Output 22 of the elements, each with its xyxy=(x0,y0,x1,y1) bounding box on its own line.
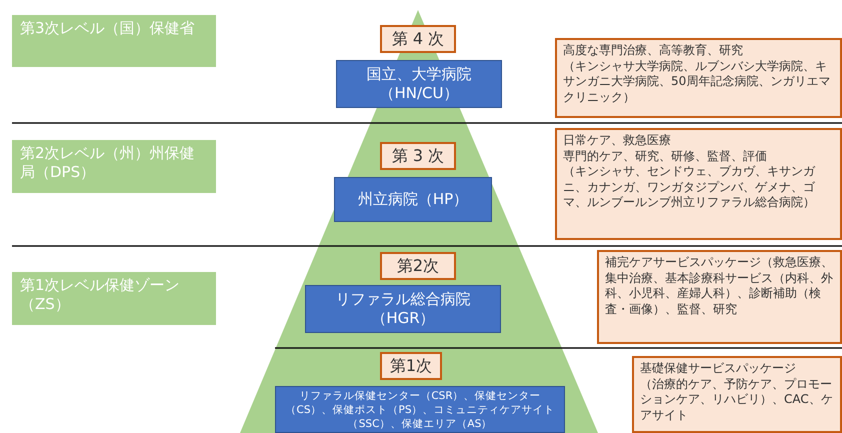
info-box xyxy=(555,128,842,240)
info-box xyxy=(555,38,842,118)
tier-badge: 第1次 xyxy=(380,352,442,380)
info-text: （キンシャサ大学病院、ルブンバシ大学病院、キサンガニ大学病院、50周年記念病院、ンガリエマクリニック） xyxy=(563,58,832,105)
info-box: 補完ケアサービスパッケージ（救急医療、集中治療、基本診療科サービス（内科、外科、小児科、産婦人科）、診断補助（検査・画像）、監督、研究 xyxy=(597,250,842,344)
tier-badge: 第 3 次 xyxy=(380,142,456,170)
info-text: （キンシャサ、センドウェ、ブカヴ、キサンガニ、カナンガ、ワンガタジプンバ、ゲメナ、ゴマ、ルンブールンブ州立リファラル総合病院） xyxy=(563,164,816,210)
level-label: 第2次レベル（州）州保健局（DPS） xyxy=(12,140,216,193)
info-text: 高度な専門治療、高等教育、研究 xyxy=(563,43,744,58)
facility-box: リファラル保健センター（CSR）、保健センター（CS）、保健ポスト（PS）、コミュニティケアサイト（SSC）、保健エリア（AS） xyxy=(275,386,565,433)
info-text: 専門的ケア、研究、研修、監督、評価 xyxy=(563,148,768,164)
facility-box: リファラル総合病院（HGR） xyxy=(305,285,501,333)
info-text: 日常ケア、救急医療 xyxy=(563,133,672,148)
level-label: 第1次レベル保健ゾーン（ZS） xyxy=(12,272,216,325)
facility-box: 州立病院（HP） xyxy=(334,177,492,222)
info-text: （治療的ケア、予防ケア、プロモーションケア、リハビリ）、CAC、ケアサイト xyxy=(640,376,834,423)
facility-box: 国立、大学病院（HN/CU） xyxy=(336,60,502,108)
tier-badge: 第2次 xyxy=(380,252,456,280)
tier-badge: 第 4 次 xyxy=(380,25,456,53)
info-box xyxy=(632,356,842,433)
info-text: 基礎保健サービスパッケージ xyxy=(640,361,797,376)
level-label: 第3次レベル（国）保健省 xyxy=(12,15,216,67)
